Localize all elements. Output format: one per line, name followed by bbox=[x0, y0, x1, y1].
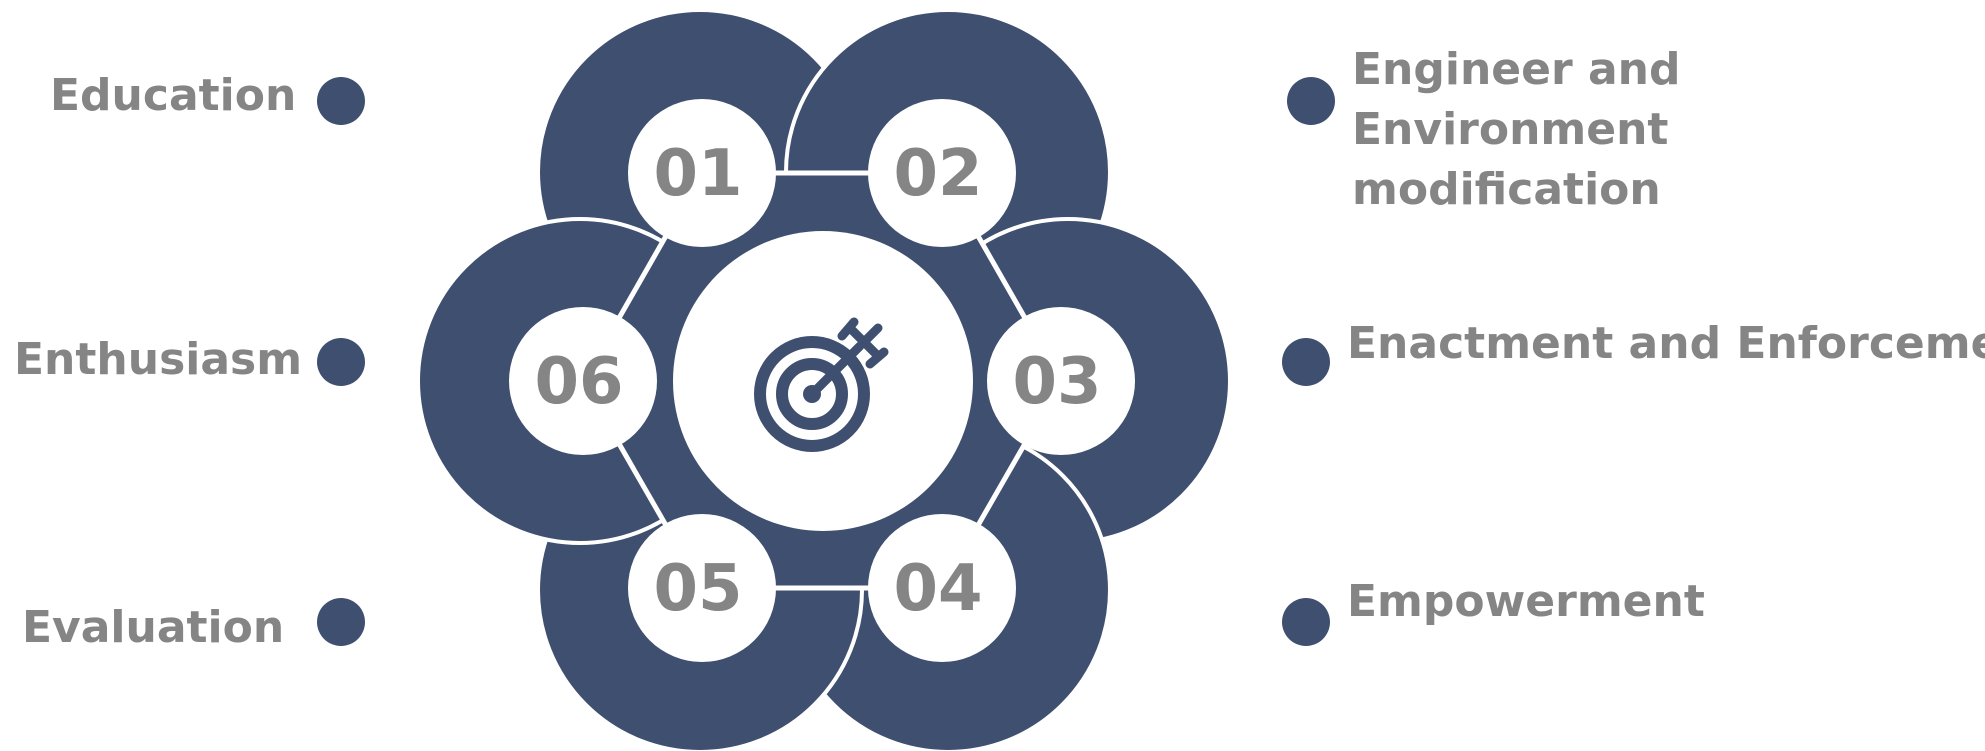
step-node-circle bbox=[509, 307, 657, 455]
bullet-05 bbox=[317, 598, 365, 646]
bullet-01 bbox=[317, 77, 365, 125]
step-label-05: Evaluation bbox=[22, 602, 285, 653]
step-node-04: 04 bbox=[868, 514, 1016, 662]
step-number: 05 bbox=[653, 552, 742, 626]
bullet-06 bbox=[317, 338, 365, 386]
target-arrow-icon bbox=[754, 317, 889, 452]
step-number: 06 bbox=[534, 345, 623, 419]
step-number: 02 bbox=[893, 137, 982, 211]
step-label-04: Empowerment bbox=[1347, 576, 1705, 627]
step-node-circle bbox=[868, 99, 1016, 247]
bullet-03 bbox=[1282, 338, 1330, 386]
node-group: 01 02 03 04 05 06 bbox=[509, 99, 1135, 662]
step-number: 03 bbox=[1012, 345, 1101, 419]
step-label-06: Enthusiasm bbox=[14, 334, 303, 385]
step-node-03: 03 bbox=[987, 307, 1135, 455]
bullet-02 bbox=[1287, 77, 1335, 125]
step-label-01: Education bbox=[50, 70, 297, 121]
step-node-01: 01 bbox=[628, 99, 776, 247]
step-number: 04 bbox=[893, 552, 982, 626]
step-node-06: 06 bbox=[509, 307, 657, 455]
step-number: 01 bbox=[653, 137, 742, 211]
step-label-03: Enactment and Enforcement bbox=[1347, 318, 1985, 369]
step-node-circle bbox=[987, 307, 1135, 455]
step-node-circle bbox=[628, 99, 776, 247]
step-node-02: 02 bbox=[868, 99, 1016, 247]
step-node-circle bbox=[868, 514, 1016, 662]
bullet-04 bbox=[1282, 598, 1330, 646]
step-node-circle bbox=[628, 514, 776, 662]
step-node-05: 05 bbox=[628, 514, 776, 662]
step-label-02: Engineer and Environment modification bbox=[1352, 44, 1681, 215]
